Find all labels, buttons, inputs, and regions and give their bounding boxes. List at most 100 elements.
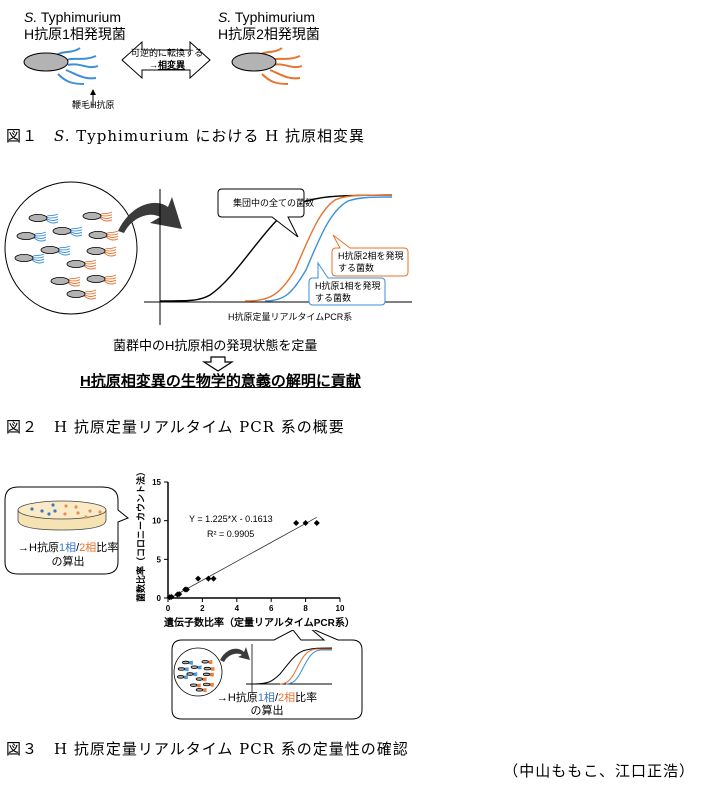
regression-line [170,516,317,599]
ratio-sep: / [76,542,80,554]
down-arrow-icon [201,356,235,372]
figure1-caption: 図１ S. Typhimurium における H 抗原相変異 [6,125,365,146]
data-point [168,593,175,600]
total-count-curve [159,194,393,302]
data-point [313,519,320,526]
phase2-cell-icon [50,276,81,287]
data-point [183,586,190,593]
phase2-cell-icon [195,677,207,682]
reversible-double-arrow-icon [121,40,211,80]
x-tick-label: 2 [200,604,205,613]
x-tick-label: 4 [235,604,240,613]
ratio-prefix: →H抗原 [216,692,258,704]
phase2-cell-icon [202,672,214,677]
data-point [302,519,309,526]
data-point [205,575,212,582]
petri-dish-icon [17,500,107,531]
callout-line: H抗原2相を発現 [338,251,404,261]
phase2-cell-icon [201,659,213,665]
data-point [293,519,300,526]
right-bacterium-title: S. Typhimurium H抗原2相発現菌 [218,9,320,43]
callout-total-text: 集団中の全ての菌数 [233,198,315,208]
mini-curved-arrow-icon [220,647,250,662]
mini-phase1-curve [285,649,332,685]
x-axis-label: 遺伝子数比率（定量リアルタイムPCR系） [164,618,355,629]
phase2-label: H抗原2相発現菌 [218,26,320,42]
phase2-cell-icon [189,683,202,688]
pcr-callout [171,630,363,720]
figure1-diagram [23,40,303,108]
callout-line: H抗原1相を発現 [315,281,381,291]
data-point [195,575,202,582]
dish-ratio-label: →H抗原1相/2相比率 の算出 [18,541,118,569]
callout-phase1 [308,261,386,306]
mini-bacteria-icon [177,659,215,693]
caption-rest: Typhimurium における H 抗原相変異 [70,127,365,145]
y-tick-label: 0 [157,594,162,603]
phase1-cell-icon [40,245,71,256]
phase2-cell-icon [66,259,97,270]
phase-variation-term: 相変異 [157,60,185,70]
x-tick-label: 8 [303,604,308,613]
species-name: Typhimurium [37,9,122,25]
phase1-cell-icon [190,665,202,670]
phase2-cell-icon [202,682,214,687]
phase1-cell-icon [177,675,189,680]
arrow-label: 可逆的に転換する →相変異 [130,47,204,71]
phase2-count-curve [244,194,393,302]
colony-count-callout [4,486,129,575]
y-tick-label: 5 [157,555,162,564]
phase1-cell-icon [177,667,189,672]
phase2-cell-icon [86,246,117,257]
ratio-suffix: 比率 [96,542,119,554]
caption-prefix: 図１ [6,127,55,145]
x-tick-label: 0 [166,604,171,613]
ratio-prefix: →H抗原 [18,542,59,554]
y-tick-label: 10 [152,517,161,526]
author-credit: （中山ももこ、江口正浩） [503,762,695,780]
phase1-cell-icon [182,660,194,665]
phase1-label: H抗原1相発現菌 [24,26,126,42]
callout-total [217,188,305,238]
y-tick-label: 15 [152,478,161,487]
callout-phase1-text: H抗原1相を発現する菌数 [315,280,381,304]
curved-arrow-icon [118,197,182,233]
phase2-cell-icon [195,687,207,693]
ratio-line2: の算出 [51,556,85,568]
species-genus: S. [218,9,232,25]
phase1-cell-icon [52,226,83,237]
phase2-term: 2相 [79,542,97,554]
figure2-diagram [4,181,412,325]
scatter-chart: 0 2 4 6 8 10 0 5 10 15 Y = 1.225*X - 0.1613 R² = … [135,470,345,613]
phase2-cell-icon [66,289,97,300]
regression-equation: Y = 1.225*X - 0.1613 [189,514,273,524]
callout-phase2-text: H抗原2相を発現する菌数 [338,250,404,274]
mini-total-curve [251,647,333,685]
ratio-suffix: 比率 [295,692,318,704]
arrow-prefix: → [148,60,158,70]
species-name: Typhimurium [231,9,316,25]
y-axis-label: 菌数比率（コロニーカウント法） [135,470,146,602]
ratio-line2: の算出 [250,705,284,717]
phase1-term: 1相 [257,692,275,704]
phase1-cell-icon [186,672,198,677]
x-tick-label: 10 [336,604,345,613]
caption-italic: S. [54,127,71,145]
phase1-bacterium-icon [23,47,99,85]
flagella-label: 鞭毛H抗原 [72,100,115,110]
x-tick-label: 6 [269,604,274,613]
species-genus: S. [24,9,38,25]
phase1-cell-icon [14,253,45,264]
r-squared: R² = 0.9905 [207,529,254,539]
phase1-cell-icon [28,213,59,224]
figure2-caption: 図２ H 抗原定量リアルタイム PCR 系の概要 [6,418,345,436]
bacteria-population-icon [14,211,119,300]
figure3-caption: 図３ H 抗原定量リアルタイム PCR 系の定量性の確認 [6,740,409,758]
reversible-text: 可逆的に転換する [130,48,203,58]
phase2-cell-icon [86,274,117,285]
callout-line: する菌数 [315,293,352,303]
callout-phase2 [331,234,409,277]
phase2-term: 2相 [278,692,296,704]
mini-phase2-curve [279,648,332,685]
ratio-sep: / [274,692,278,704]
